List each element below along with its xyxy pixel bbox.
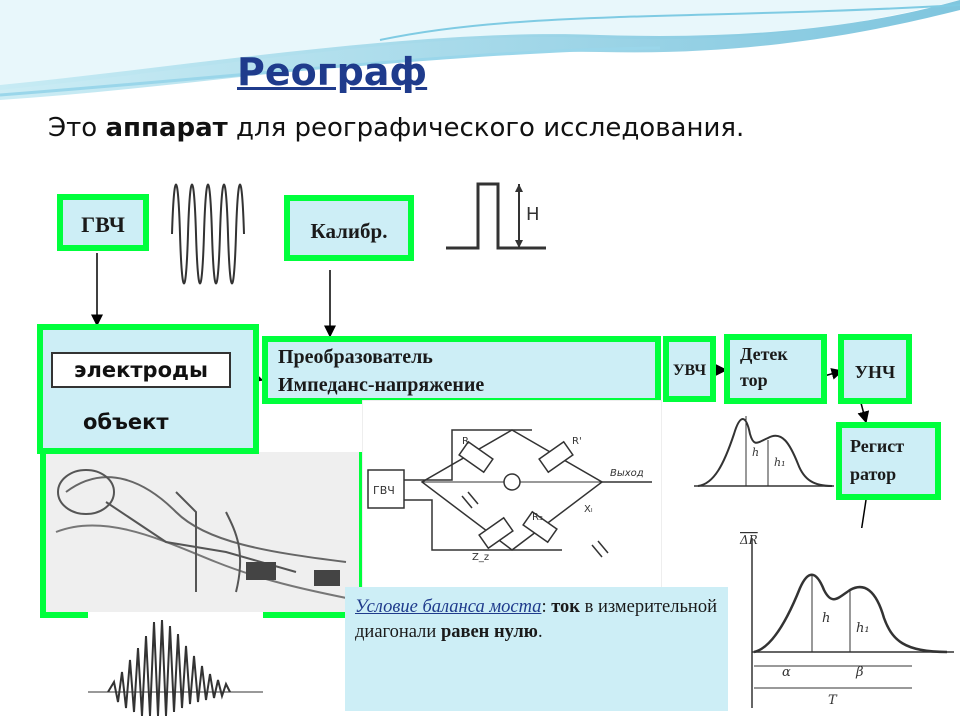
- bridge-gvch-label: ГВЧ: [373, 484, 395, 497]
- block-electrodes-label: электроды: [74, 358, 208, 382]
- bridge-r1-label: R: [462, 436, 469, 447]
- bridge-xl-label: Xₗ: [584, 504, 593, 515]
- block-converter: Преобразователь Импеданс-напряжение: [262, 336, 661, 404]
- block-converter-line2: Импеданс-напряжение: [278, 374, 485, 396]
- balance-note-colon: :: [541, 597, 552, 617]
- large-curve-alpha-label: α: [782, 665, 791, 680]
- bridge-zk-label: Z_z: [472, 552, 489, 563]
- block-unch: УНЧ: [838, 334, 912, 404]
- modulated-wave-image: [88, 612, 263, 720]
- subtitle-prefix: Это: [48, 113, 106, 143]
- small-curve-h-label: h: [752, 446, 759, 459]
- block-object: электроды объект: [37, 324, 259, 454]
- block-converter-line1: Преобразователь: [278, 346, 433, 368]
- large-curve-h-label: h: [822, 611, 830, 626]
- balance-note-bold2: равен нулю: [440, 622, 538, 642]
- block-electrodes: электроды: [51, 352, 231, 388]
- block-calibration-label: Калибр.: [310, 219, 388, 243]
- large-curve-t-label: T: [828, 693, 838, 708]
- balance-note-underlined: Условие баланса моста: [355, 597, 542, 617]
- balance-condition-note: Условие баланса моста: ток в измерительн…: [345, 587, 728, 711]
- subtitle: Это аппарат для реографического исследов…: [48, 113, 744, 143]
- block-detector-line1: Детек: [740, 344, 788, 364]
- subtitle-suffix: для реографического исследования.: [227, 113, 745, 143]
- block-unch-label: УНЧ: [854, 362, 896, 382]
- block-calibration: Калибр.: [284, 195, 414, 261]
- balance-note-mid: в измерительной диагонали: [355, 597, 717, 642]
- small-curve-h1-label: h₁: [774, 456, 786, 469]
- calibration-pulse-image: H: [446, 182, 546, 250]
- bridge-output-label: Выход: [610, 468, 644, 479]
- block-uvch: УВЧ: [663, 336, 716, 402]
- large-curve-axis-label: ΔR: [739, 533, 758, 547]
- bridge-r2-label: R': [572, 436, 582, 447]
- block-gvch-label: ГВЧ: [81, 212, 125, 237]
- block-object-label: объект: [83, 410, 169, 434]
- block-uvch-label: УВЧ: [672, 362, 707, 379]
- block-recorder-line2: ратор: [850, 464, 897, 484]
- subtitle-bold: аппарат: [105, 113, 228, 143]
- balance-note-end: .: [537, 622, 543, 642]
- bridge-circuit-diagram: ГВЧ R R' Выход R₃ Xₗ Z_z: [362, 400, 662, 590]
- large-curve-beta-label: β: [855, 665, 864, 680]
- pulse-height-label: H: [526, 204, 540, 225]
- block-detector-line2: тор: [740, 370, 768, 390]
- page-title: Реограф: [237, 50, 428, 94]
- header-wave-decoration: [0, 0, 960, 100]
- block-gvch: ГВЧ: [57, 194, 149, 251]
- large-rheogram-image: ΔR h h₁ α β T: [732, 528, 960, 720]
- block-recorder-line1: Регист: [850, 436, 905, 456]
- patient-illustration: [46, 452, 359, 612]
- large-curve-h1-label: h₁: [856, 621, 870, 636]
- small-rheogram-image: h h₁: [694, 404, 836, 496]
- balance-note-bold1: ток: [551, 597, 580, 617]
- block-detector: Детек тор: [724, 334, 827, 404]
- bridge-r3-label: R₃: [532, 512, 543, 523]
- patient-illustration-frame: [40, 452, 365, 618]
- block-recorder: Регист ратор: [836, 422, 941, 500]
- sine-wave-image: [168, 168, 250, 300]
